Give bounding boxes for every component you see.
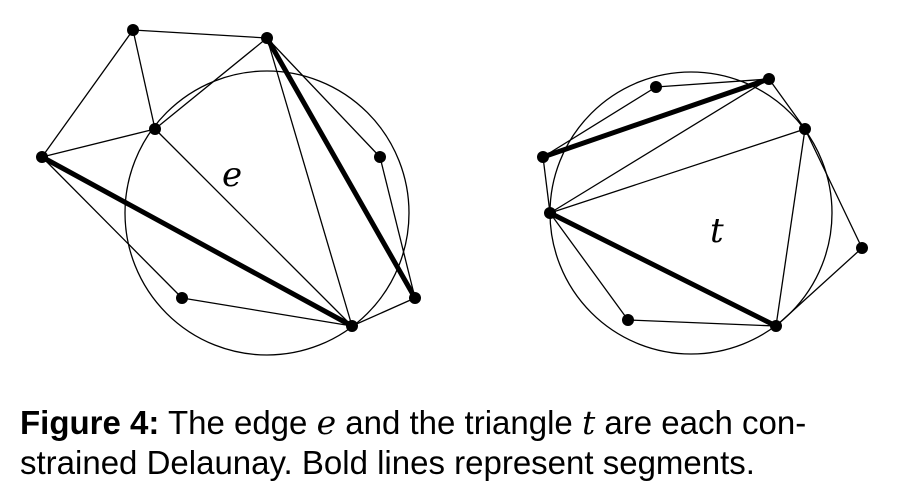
vertex [650, 81, 662, 93]
vertex [149, 123, 161, 135]
caption-text: are each con- [604, 404, 807, 441]
edge [41, 128, 156, 158]
vertex [36, 151, 48, 163]
edge [41, 29, 134, 158]
edge [266, 37, 353, 327]
vertex [544, 207, 556, 219]
edge-diagram: e [36, 24, 421, 356]
edge [775, 247, 863, 327]
edge [775, 128, 806, 327]
edge-e [154, 128, 353, 327]
circumcircle-right [549, 71, 833, 355]
caption-line-1: Figure 4: The edge e and the triangle t … [20, 403, 890, 443]
cdt-figure: e t [36, 24, 868, 356]
edge [549, 128, 806, 214]
vertex [856, 242, 868, 254]
edge [266, 37, 381, 158]
caption-line-2: strained Delaunay. Bold lines represent … [20, 444, 755, 481]
edge [154, 37, 268, 130]
edge [379, 156, 416, 299]
caption-edge-variable: e [316, 403, 337, 442]
segment [540, 76, 772, 160]
edge [768, 78, 806, 130]
edge [542, 156, 551, 214]
edge [41, 156, 183, 299]
vertex [409, 292, 421, 304]
vertex [127, 24, 139, 36]
edge [549, 212, 629, 321]
edge [804, 128, 863, 249]
caption-triangle-variable: t [581, 403, 596, 442]
edge [655, 78, 770, 88]
edge [181, 297, 353, 327]
figure-caption: Figure 4: The edge e and the triangle t … [20, 403, 890, 483]
vertex [799, 123, 811, 135]
caption-text: The edge [167, 404, 308, 441]
edge [549, 78, 770, 214]
edge [132, 29, 156, 130]
segment [39, 154, 355, 329]
segment [547, 210, 779, 329]
edge [542, 86, 657, 158]
vertex [763, 73, 775, 85]
edge [627, 319, 777, 327]
vertex [537, 151, 549, 163]
caption-label: Figure 4: [20, 404, 160, 441]
vertex [261, 32, 273, 44]
circumcircle-left [124, 70, 410, 356]
caption-text: and the triangle [345, 404, 573, 441]
vertex [622, 314, 634, 326]
vertex [770, 320, 782, 332]
vertex [346, 320, 358, 332]
triangle-diagram: t [537, 71, 868, 355]
edge [132, 29, 268, 39]
vertex [374, 151, 386, 163]
edge [351, 297, 416, 327]
vertex [176, 292, 188, 304]
segment [264, 35, 418, 301]
edge-label: e [222, 155, 242, 195]
triangle-label: t [710, 211, 724, 251]
